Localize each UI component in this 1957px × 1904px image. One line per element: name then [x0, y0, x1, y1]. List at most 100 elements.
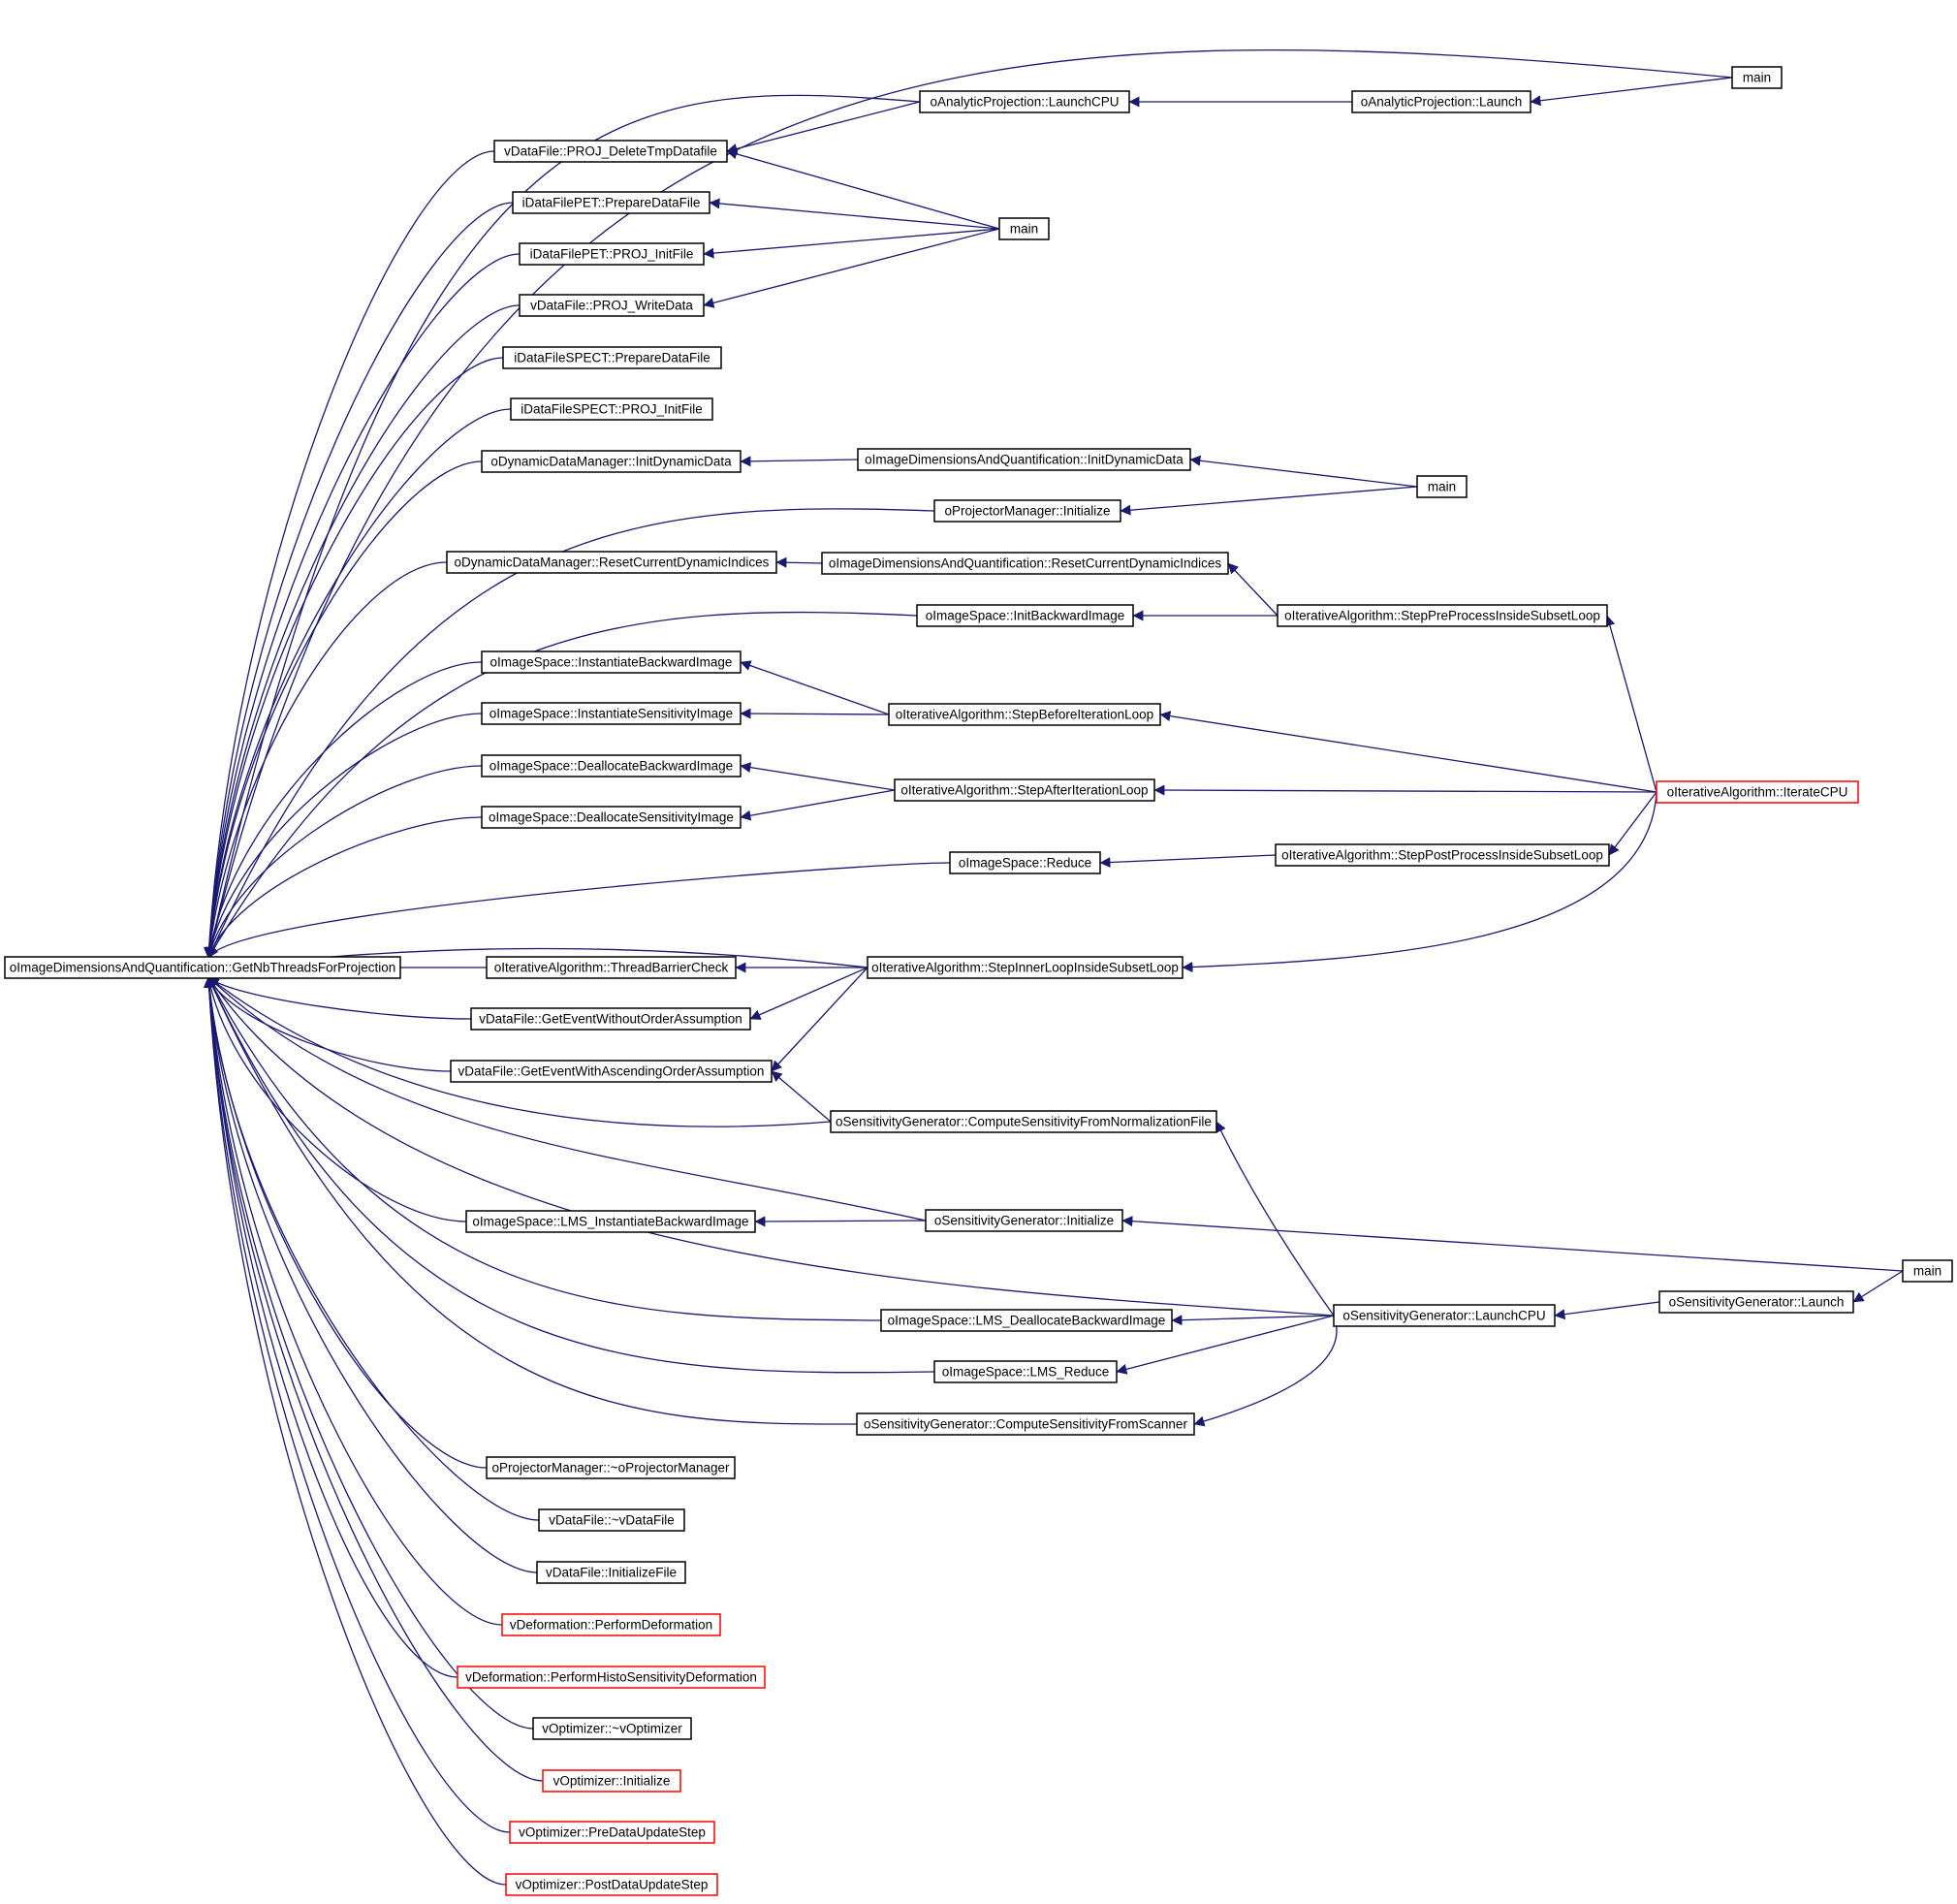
node-n11[interactable]: oImageSpace::DeallocateBackwardImage — [481, 754, 742, 777]
node-n43[interactable]: oIterativeAlgorithm::StepPreProcessInsid… — [1277, 604, 1608, 627]
node-n42[interactable]: main — [1416, 475, 1468, 498]
node-box[interactable] — [821, 552, 1229, 575]
node-box[interactable] — [470, 1007, 751, 1031]
node-n19[interactable]: vDataFile::InitializeFile — [536, 1561, 686, 1584]
node-n29[interactable]: oProjectorManager::Initialize — [933, 499, 1121, 523]
node-box[interactable] — [919, 90, 1130, 113]
node-n15[interactable]: vDataFile::GetEventWithAscendingOrderAss… — [450, 1060, 773, 1083]
node-n41[interactable]: oAnalyticProjection::Launch — [1351, 90, 1531, 113]
node-box[interactable] — [486, 1456, 736, 1479]
node-box[interactable] — [510, 397, 713, 421]
node-box[interactable] — [880, 1309, 1173, 1332]
node-box[interactable] — [501, 1613, 721, 1636]
node-box[interactable] — [457, 1666, 766, 1689]
node-n44[interactable]: oIterativeAlgorithm::IterateCPU — [1656, 780, 1859, 804]
node-box[interactable] — [1416, 475, 1468, 498]
node-n34[interactable]: oImageSpace::Reduce — [949, 851, 1101, 874]
node-n14[interactable]: vDataFile::GetEventWithoutOrderAssumptio… — [470, 1007, 751, 1031]
node-box[interactable] — [481, 651, 742, 674]
node-box[interactable] — [532, 1717, 692, 1740]
node-n1[interactable]: vDataFile::PROJ_DeleteTmpDatafile — [493, 140, 728, 163]
node-box[interactable] — [519, 294, 705, 317]
node-n3[interactable]: iDataFilePET::PROJ_InitFile — [519, 242, 705, 266]
node-n46[interactable]: oSensitivityGenerator::LaunchCPU — [1333, 1304, 1556, 1327]
node-n6[interactable]: iDataFileSPECT::PROJ_InitFile — [510, 397, 713, 421]
node-box[interactable] — [450, 1060, 773, 1083]
node-box[interactable] — [933, 499, 1121, 523]
node-box[interactable] — [486, 956, 737, 979]
node-n30[interactable]: oImageDimensionsAndQuantification::Reset… — [821, 552, 1229, 575]
node-box[interactable] — [1658, 1290, 1854, 1314]
node-box[interactable] — [867, 956, 1184, 979]
node-n21[interactable]: vDeformation::PerformHistoSensitivityDef… — [457, 1666, 766, 1689]
node-n25[interactable]: vOptimizer::PostDataUpdateStep — [505, 1873, 718, 1896]
node-n40[interactable]: oSensitivityGenerator::ComputeSensitivit… — [856, 1412, 1195, 1436]
node-box[interactable] — [481, 702, 742, 725]
node-n47[interactable]: main — [1902, 1259, 1953, 1283]
node-box[interactable] — [1277, 604, 1608, 627]
node-n0[interactable]: oImageDimensionsAndQuantification::GetNb… — [4, 956, 401, 979]
node-n2[interactable]: iDataFilePET::PrepareDataFile — [512, 191, 710, 214]
node-box[interactable] — [1275, 843, 1610, 867]
node-n39[interactable]: oImageSpace::LMS_Reduce — [933, 1360, 1118, 1383]
node-n36[interactable]: oSensitivityGenerator::ComputeSensitivit… — [830, 1110, 1217, 1133]
node-n32[interactable]: oIterativeAlgorithm::StepBeforeIteration… — [888, 703, 1161, 726]
node-box[interactable] — [502, 346, 722, 369]
node-n37[interactable]: oSensitivityGenerator::Initialize — [925, 1209, 1123, 1232]
node-box[interactable] — [4, 956, 401, 979]
node-box[interactable] — [830, 1110, 1217, 1133]
node-box[interactable] — [856, 1412, 1195, 1436]
node-n24[interactable]: vOptimizer::PreDataUpdateStep — [509, 1821, 715, 1844]
node-box[interactable] — [493, 140, 728, 163]
node-n7[interactable]: oDynamicDataManager::InitDynamicData — [481, 450, 742, 473]
node-n12[interactable]: oImageSpace::DeallocateSensitivityImage — [481, 806, 742, 829]
node-box[interactable] — [536, 1561, 686, 1584]
node-box[interactable] — [857, 448, 1191, 471]
node-box[interactable] — [1656, 780, 1859, 804]
node-n33[interactable]: oIterativeAlgorithm::StepAfterIterationL… — [894, 778, 1155, 802]
node-n28[interactable]: oImageDimensionsAndQuantification::InitD… — [857, 448, 1191, 471]
node-n10[interactable]: oImageSpace::InstantiateSensitivityImage — [481, 702, 742, 725]
node-n16[interactable]: oImageSpace::LMS_InstantiateBackwardImag… — [465, 1210, 756, 1233]
node-box[interactable] — [998, 217, 1050, 240]
node-n9[interactable]: oImageSpace::InstantiateBackwardImage — [481, 651, 742, 674]
node-n17[interactable]: oProjectorManager::~oProjectorManager — [486, 1456, 736, 1479]
node-box[interactable] — [481, 806, 742, 829]
node-box[interactable] — [481, 754, 742, 777]
node-box[interactable] — [505, 1873, 718, 1896]
node-n23[interactable]: vOptimizer::Initialize — [542, 1769, 681, 1793]
node-n13[interactable]: oIterativeAlgorithm::ThreadBarrierCheck — [486, 956, 737, 979]
node-box[interactable] — [519, 242, 705, 266]
node-box[interactable] — [542, 1769, 681, 1793]
node-n27[interactable]: main — [998, 217, 1050, 240]
node-n49[interactable]: main — [1731, 66, 1783, 89]
node-n26[interactable]: oAnalyticProjection::LaunchCPU — [919, 90, 1130, 113]
node-box[interactable] — [949, 851, 1101, 874]
node-box[interactable] — [1351, 90, 1531, 113]
node-n8[interactable]: oDynamicDataManager::ResetCurrentDynamic… — [446, 551, 777, 574]
node-box[interactable] — [894, 778, 1155, 802]
node-n45[interactable]: oIterativeAlgorithm::StepPostProcessInsi… — [1275, 843, 1610, 867]
node-box[interactable] — [512, 191, 710, 214]
node-n35[interactable]: oIterativeAlgorithm::StepInnerLoopInside… — [867, 956, 1184, 979]
node-box[interactable] — [1333, 1304, 1556, 1327]
node-n38[interactable]: oImageSpace::LMS_DeallocateBackwardImage — [880, 1309, 1173, 1332]
node-box[interactable] — [446, 551, 777, 574]
node-n20[interactable]: vDeformation::PerformDeformation — [501, 1613, 721, 1636]
node-box[interactable] — [1902, 1259, 1953, 1283]
node-box[interactable] — [1731, 66, 1783, 89]
node-n5[interactable]: iDataFileSPECT::PrepareDataFile — [502, 346, 722, 369]
node-box[interactable] — [465, 1210, 756, 1233]
node-n31[interactable]: oImageSpace::InitBackwardImage — [916, 604, 1134, 627]
node-box[interactable] — [916, 604, 1134, 627]
node-box[interactable] — [509, 1821, 715, 1844]
node-n4[interactable]: vDataFile::PROJ_WriteData — [519, 294, 705, 317]
node-box[interactable] — [538, 1508, 685, 1532]
node-n48[interactable]: oSensitivityGenerator::Launch — [1658, 1290, 1854, 1314]
node-n22[interactable]: vOptimizer::~vOptimizer — [532, 1717, 692, 1740]
node-box[interactable] — [933, 1360, 1118, 1383]
node-box[interactable] — [481, 450, 742, 473]
node-n18[interactable]: vDataFile::~vDataFile — [538, 1508, 685, 1532]
node-box[interactable] — [925, 1209, 1123, 1232]
node-box[interactable] — [888, 703, 1161, 726]
